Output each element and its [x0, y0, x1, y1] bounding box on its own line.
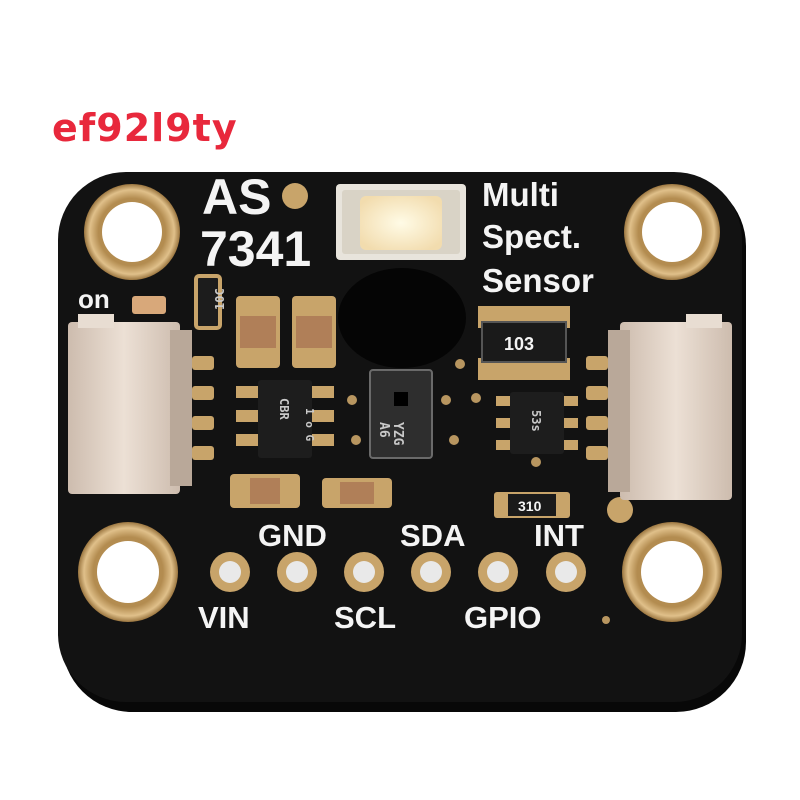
board-desc-line3: Sensor	[482, 262, 594, 299]
sensor-aperture	[338, 268, 466, 368]
header-pin-vin	[210, 552, 250, 592]
capacitor-bottom-left	[230, 474, 300, 508]
capacitor-left	[236, 296, 280, 368]
capacitor-marking: 10C	[213, 288, 227, 310]
level-shifter-chip: 53s	[496, 392, 578, 454]
pin-label-vin: VIN	[198, 600, 250, 635]
mounting-hole-bottom-right	[622, 522, 722, 622]
header-pin-scl	[344, 552, 384, 592]
resistor-array-marking: 103	[504, 334, 534, 354]
sensor-chip-as7341: YZG A6	[369, 369, 433, 459]
regulator-sub-marking: 1 o G	[303, 408, 316, 441]
capacitor-10c: 10C	[194, 274, 227, 330]
pin-label-gpio: GPIO	[464, 600, 542, 635]
capacitor-bottom-mid	[322, 478, 392, 508]
mounting-hole-top-right	[624, 184, 720, 280]
fiducial-right	[607, 497, 633, 523]
pin-label-gnd: GND	[258, 518, 327, 553]
level-shifter-marking: 53s	[529, 410, 543, 432]
illumination-led	[336, 184, 466, 260]
connector-pins-right	[586, 356, 608, 460]
pin-label-scl: SCL	[334, 600, 396, 635]
sensor-chip-marking: YZG	[390, 422, 405, 446]
resistor-array-103: 103	[478, 306, 570, 380]
connector-pins-left	[192, 356, 214, 460]
header-pin-gnd	[277, 552, 317, 592]
board-desc-line1: Multi	[482, 176, 559, 213]
power-led-label: on	[78, 284, 110, 314]
regulator-chip: CBR 1 o G	[236, 380, 334, 458]
board-title-line2: 7341	[200, 221, 311, 277]
mounting-hole-top-left	[84, 184, 180, 280]
board-desc-line2: Spect.	[482, 218, 581, 255]
pin-label-int: INT	[534, 518, 584, 553]
header-pin-int	[546, 552, 586, 592]
stemma-connector-left	[68, 314, 192, 494]
vias	[347, 359, 610, 624]
header-pin-sda	[411, 552, 451, 592]
watermark-text: ef92l9ty	[52, 106, 238, 150]
stemma-connector-right	[608, 314, 732, 500]
fiducial-top	[282, 183, 308, 209]
header-pin-gpio	[478, 552, 518, 592]
regulator-marking: CBR	[277, 398, 291, 420]
capacitor-right	[292, 296, 336, 368]
power-led	[132, 296, 166, 314]
pin-label-sda: SDA	[400, 518, 465, 553]
resistor-310: 310	[494, 492, 570, 518]
resistor-bottom-marking: 310	[518, 498, 542, 514]
mounting-hole-bottom-left	[78, 522, 178, 622]
sensor-chip-sub-marking: A6	[376, 422, 391, 438]
board-title-line1: AS	[202, 169, 271, 225]
